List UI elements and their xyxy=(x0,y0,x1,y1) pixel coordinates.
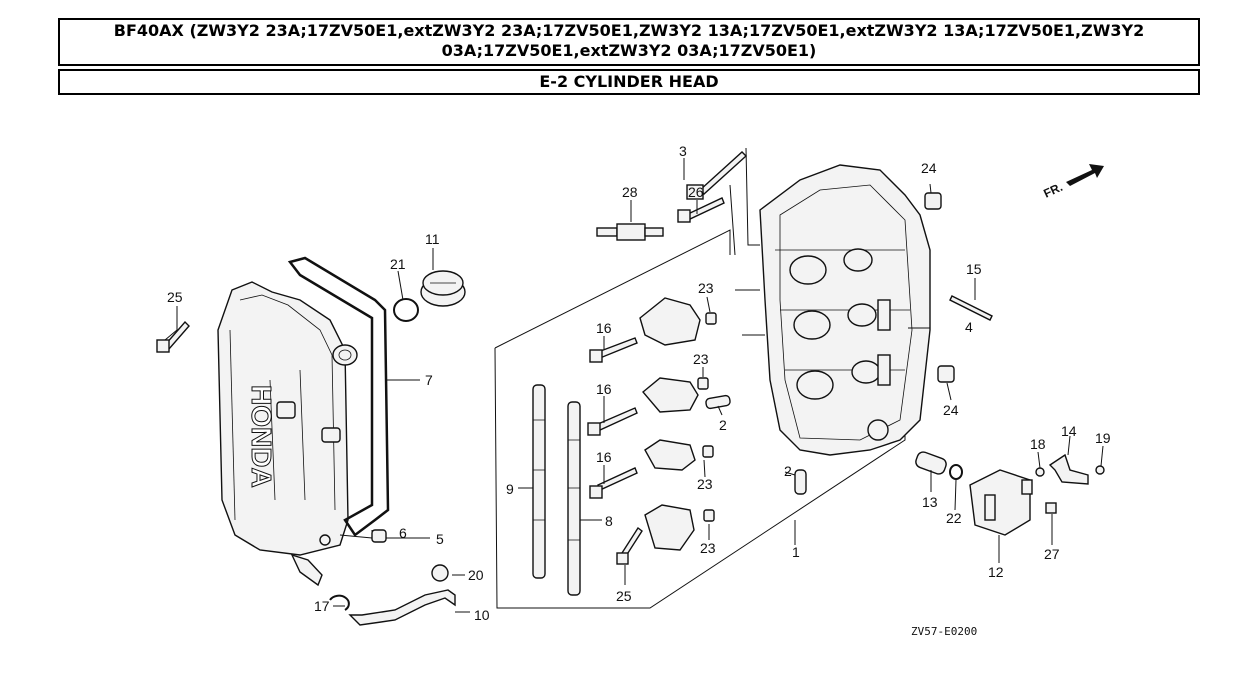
front-direction-arrow: FR. xyxy=(1041,164,1104,201)
spark-plug xyxy=(596,223,664,241)
rocker-holders xyxy=(639,297,701,551)
callout-26: 26 xyxy=(688,184,704,200)
callout-2b: 2 xyxy=(784,463,792,479)
callout-8: 8 xyxy=(605,513,613,529)
cylinder-head xyxy=(759,164,931,456)
fuel-pump xyxy=(969,469,1033,536)
dowel-23a xyxy=(705,312,717,325)
dowel-23c xyxy=(702,445,714,458)
sleeve-24b xyxy=(937,365,955,383)
callout-14: 14 xyxy=(1061,423,1077,439)
callout-18: 18 xyxy=(1030,436,1046,452)
callout-25a: 25 xyxy=(167,289,183,305)
callout-23a: 23 xyxy=(698,280,714,296)
bolt-26 xyxy=(687,197,725,220)
clip-19 xyxy=(1095,465,1105,475)
callout-6: 6 xyxy=(399,525,407,541)
callout-16a: 16 xyxy=(596,320,612,336)
dowel-23b xyxy=(697,377,709,390)
callout-1: 1 xyxy=(792,544,800,560)
callout-15: 15 xyxy=(966,261,982,277)
insulator-13 xyxy=(915,451,947,475)
callout-23d: 23 xyxy=(700,540,716,556)
hose-clip-17 xyxy=(329,594,350,611)
callout-10: 10 xyxy=(474,607,490,623)
dowel-23d xyxy=(703,509,715,522)
callout-16c: 16 xyxy=(596,449,612,465)
model-title: BF40AX (ZW3Y2 23A;17ZV50E1,extZW3Y2 23A;… xyxy=(58,18,1200,66)
callout-12: 12 xyxy=(988,564,1004,580)
bolt-27 xyxy=(1045,502,1057,514)
bolt-16-group xyxy=(587,337,638,499)
bolt-25b xyxy=(621,526,643,558)
callout-4: 4 xyxy=(965,319,973,335)
fuel-tube-14 xyxy=(1048,453,1089,485)
o-ring xyxy=(393,298,419,322)
callout-23b: 23 xyxy=(693,351,709,367)
head-cover-gasket xyxy=(287,256,390,537)
callout-19: 19 xyxy=(1095,430,1111,446)
callout-23c: 23 xyxy=(697,476,713,492)
front-direction-label: FR. xyxy=(1041,180,1064,201)
callout-11: 11 xyxy=(425,231,440,247)
section-title: E-2 CYLINDER HEAD xyxy=(58,69,1200,95)
callout-7: 7 xyxy=(425,372,433,388)
sleeve-24a xyxy=(924,192,942,210)
callout-17: 17 xyxy=(314,598,330,614)
bolt-3 xyxy=(698,151,748,195)
clip-18 xyxy=(1035,467,1045,477)
hose-clip-20 xyxy=(431,564,449,582)
stud-15 xyxy=(949,295,993,321)
oil-filler-cap xyxy=(420,270,466,307)
dowel-pin-2b xyxy=(794,469,807,495)
bolt-25a-head xyxy=(156,339,170,353)
head-cover-brand: HONDA xyxy=(246,385,277,488)
bolt-26-head xyxy=(677,209,691,223)
callout-28: 28 xyxy=(622,184,638,200)
cylinder-head-cover: HONDA xyxy=(217,281,358,587)
callout-24a: 24 xyxy=(921,160,937,176)
collar-6 xyxy=(371,529,387,543)
breather-hose xyxy=(348,589,456,626)
callout-25b: 25 xyxy=(616,588,632,604)
header: BF40AX (ZW3Y2 23A;17ZV50E1,extZW3Y2 23A;… xyxy=(58,18,1200,95)
callout-21: 21 xyxy=(390,256,406,272)
callout-2a: 2 xyxy=(719,417,727,433)
rocker-shaft-9 xyxy=(532,384,546,579)
callout-20: 20 xyxy=(468,567,484,583)
bolt-25b-head xyxy=(616,552,629,565)
callout-13: 13 xyxy=(922,494,938,510)
callout-3: 3 xyxy=(679,143,687,159)
callout-22: 22 xyxy=(946,510,962,526)
callout-16b: 16 xyxy=(596,381,612,397)
callout-5: 5 xyxy=(436,531,444,547)
rocker-shaft-8 xyxy=(567,401,581,596)
callout-labels: 1 2 2 3 4 5 6 7 8 9 10 11 12 13 14 15 16… xyxy=(167,143,1111,623)
callout-27: 27 xyxy=(1044,546,1060,562)
drawing-code: ZV57-E0200 xyxy=(911,625,977,638)
o-ring-22 xyxy=(949,464,963,480)
bolt-3-head xyxy=(686,184,704,200)
callout-24b: 24 xyxy=(943,402,959,418)
callout-9: 9 xyxy=(506,481,514,497)
